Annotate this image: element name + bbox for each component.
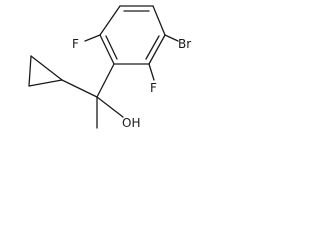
bond-ring-to-carbinol [96, 63, 115, 98]
bromine-label: Br [178, 37, 191, 51]
ring-bond-d [148, 34, 166, 65]
cyclopropyl-bond-a [30, 55, 63, 81]
fluorine-ring-label: F [150, 81, 157, 95]
hydroxyl-label: OH [122, 116, 140, 130]
bond-carbinol-to-hydroxyl [96, 96, 124, 118]
bond-carbinol-to-cyclopropyl [61, 79, 98, 98]
fluorine-top-label: F [72, 37, 79, 51]
benzene-ring [99, 5, 166, 65]
bond-ring-to-bromine [164, 34, 179, 42]
ring-bond-f [99, 34, 115, 65]
ring-bond-c [152, 5, 166, 36]
cyclopropyl-bond-b [28, 55, 32, 87]
ring-double-bond-right [145, 35, 160, 60]
bond-ring-to-fluorine-top [84, 34, 101, 42]
molecule-drawing: F Br F OH [28, 5, 191, 130]
cyclopropyl-ring [28, 55, 63, 87]
cyclopropyl-bond-c [28, 79, 63, 87]
ring-bond-a [99, 5, 121, 36]
bond-ring-to-fluorine [148, 63, 155, 81]
ring-double-bond-left [105, 35, 118, 60]
structure-canvas: F Br F OH [0, 0, 212, 146]
